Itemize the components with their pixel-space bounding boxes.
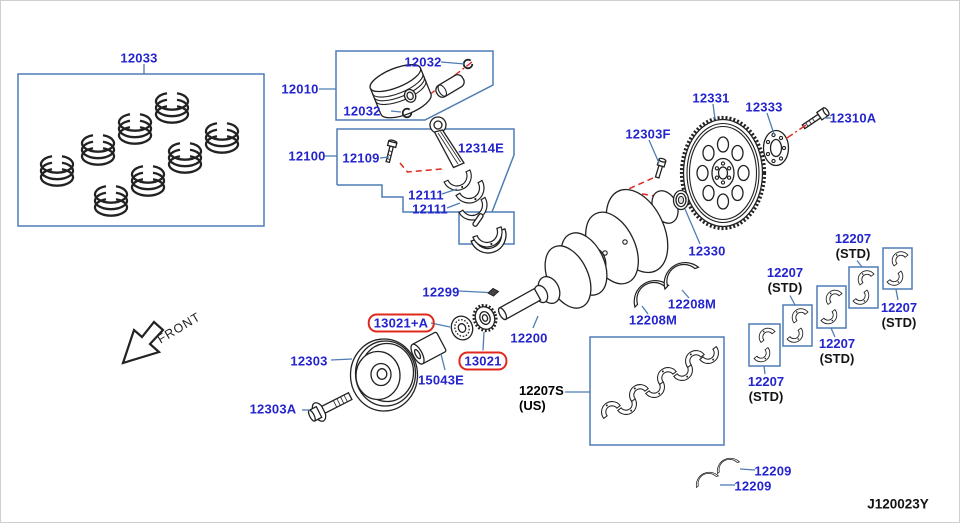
std-bearing-3-number[interactable]: 12207: [818, 336, 856, 351]
flywheel-bolt-drawing: [801, 107, 830, 130]
part-label-snap-ring-upper[interactable]: 12032: [404, 54, 442, 70]
part-label-crankshaft[interactable]: 12200: [510, 330, 548, 346]
piston-drawing: [369, 58, 474, 119]
rod-cap-nut-drawing: [472, 213, 484, 227]
part-label-flywheel-bolt[interactable]: 12310A: [829, 110, 877, 126]
part-label-pilot-bearing[interactable]: 12330: [688, 243, 726, 259]
part-label-thrust-bearing-right[interactable]: 12208M: [667, 296, 717, 312]
pulley-bolt-drawing: [307, 391, 353, 422]
std-bearing-label-1[interactable]: 12207 (STD): [747, 374, 785, 404]
drawing-code: J120023Y: [867, 496, 929, 512]
part-label-rod-cap-nut[interactable]: 12314E: [457, 140, 505, 156]
piston-pin-drawing: [435, 74, 465, 98]
part-label-pulley[interactable]: 12303: [290, 353, 328, 369]
part-label-sprocket-fitted-highlighted[interactable]: 13021+A: [367, 313, 435, 333]
std-bearing-3-grade: (STD): [819, 350, 855, 366]
std-bearing-label-2[interactable]: 12207 (STD): [766, 265, 804, 295]
part-label-pulley-bolt[interactable]: 12303A: [249, 401, 297, 417]
connecting-rod-drawing: [385, 116, 507, 254]
part-label-connecting-rod[interactable]: 12100: [288, 148, 326, 164]
part-label-rod-bearing-upper[interactable]: 12111: [408, 187, 444, 203]
pulley-drawing: [349, 338, 419, 412]
sprocket-drawing: [472, 303, 498, 333]
std-bearing-1-number[interactable]: 12207: [747, 374, 785, 389]
flywheel-bolt-axis: [783, 124, 807, 141]
part-label-thrust-bearing-left[interactable]: 12208M: [628, 312, 678, 328]
part-label-main-bearing-set[interactable]: 12207S (US): [519, 383, 564, 413]
part-label-flywheel[interactable]: 12331: [692, 90, 730, 106]
std-bearing-label-3[interactable]: 12207 (STD): [818, 336, 856, 366]
piston-rings-drawing: [39, 92, 240, 217]
thrust-washer-lower-drawing: [691, 467, 719, 488]
part-label-sprocket-highlighted[interactable]: 13021: [458, 351, 508, 371]
piston-assembly-box: [335, 50, 494, 121]
front-arrow: [121, 320, 165, 365]
part-label-piston-assembly[interactable]: 12010: [281, 81, 319, 97]
main-bearing-set-grade: (US): [519, 397, 546, 413]
std-bearing-5-grade: (STD): [881, 314, 917, 330]
collar-drawing: [410, 331, 447, 365]
std-bearing-label-4[interactable]: 12207 (STD): [834, 231, 872, 261]
part-label-thrust-washer-lower[interactable]: 12209: [734, 478, 772, 494]
main-bearing-set-number[interactable]: 12207S: [519, 383, 564, 398]
part-label-drive-plate[interactable]: 12333: [745, 99, 783, 115]
part-label-rod-bearing-lower[interactable]: 12111: [412, 201, 448, 217]
part-label-pilot-bolt[interactable]: 12303F: [625, 126, 671, 142]
main-bearing-set-box: [589, 336, 725, 446]
part-label-thrust-washer-upper[interactable]: 12209: [754, 463, 792, 479]
std-bearing-2-grade: (STD): [767, 279, 803, 295]
std-bearing-label-5[interactable]: 12207 (STD): [880, 300, 918, 330]
part-label-rod-bolt[interactable]: 12109: [342, 150, 380, 166]
sprocket-hub-drawing: [450, 315, 474, 341]
rod-bolt-drawing: [385, 139, 398, 164]
std-bearing-4-grade: (STD): [835, 245, 871, 261]
connecting-rod-box-step: [337, 184, 459, 213]
std-bearing-box-2: [782, 304, 813, 347]
drive-plate-drawing: [762, 129, 790, 167]
std-bearing-box-4: [848, 266, 879, 309]
std-bearing-1-grade: (STD): [748, 388, 784, 404]
part-label-collar[interactable]: 15043E: [417, 372, 465, 388]
connecting-rod-box: [336, 128, 515, 213]
thrust-washer-upper-drawing: [712, 453, 740, 474]
part-label-snap-ring-lower[interactable]: 12032: [343, 103, 381, 119]
std-bearing-4-number[interactable]: 12207: [834, 231, 872, 246]
snap-ring-lower-drawing: [401, 107, 413, 119]
crank-key-drawing: [487, 287, 500, 297]
part-label-piston-ring-set[interactable]: 12033: [120, 50, 158, 66]
crankshaft-drawing: [497, 188, 679, 321]
piston-ring-set-box: [17, 73, 265, 227]
part-label-crank-key[interactable]: 12299: [422, 284, 460, 300]
leader-lines: [143, 61, 899, 486]
std-bearing-box-5: [882, 247, 913, 290]
main-bearing-set-contents: [596, 345, 724, 420]
std-bearing-2-number[interactable]: 12207: [766, 265, 804, 280]
std-bearing-5-number[interactable]: 12207: [880, 300, 918, 315]
pilot-bolt-drawing: [654, 157, 667, 179]
group-boxes: [17, 50, 913, 446]
flywheel-drawing: [679, 115, 767, 231]
